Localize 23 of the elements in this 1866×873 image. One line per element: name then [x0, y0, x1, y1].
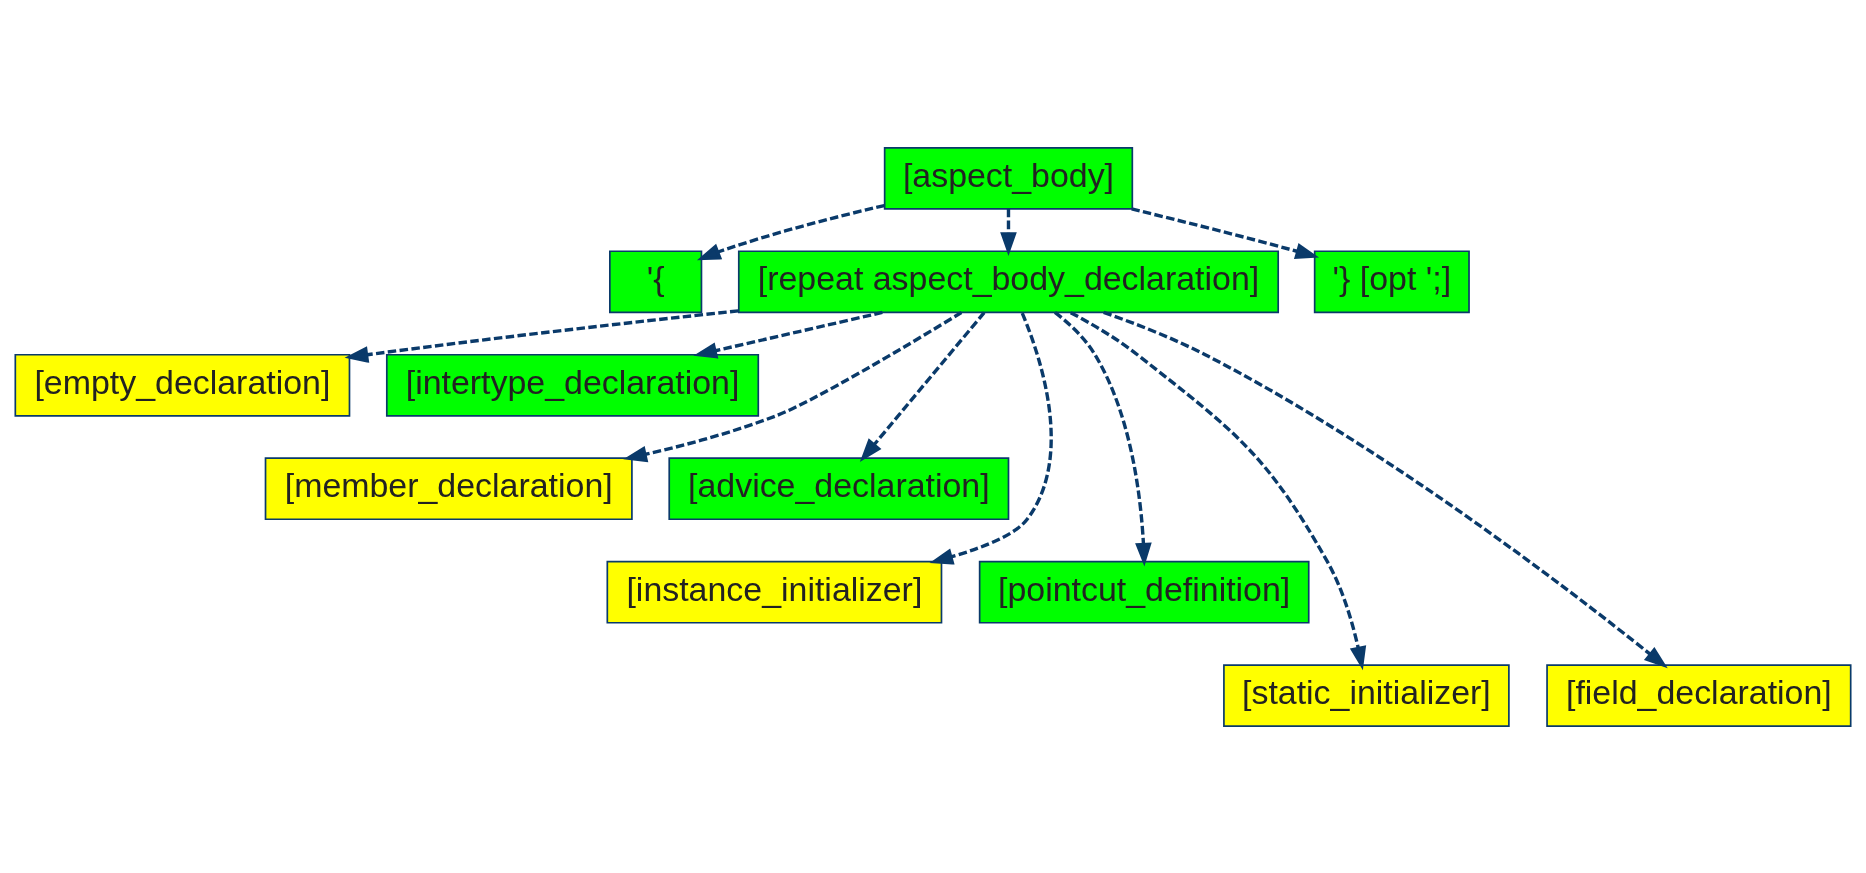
arrow	[929, 311, 1053, 565]
arrow	[859, 311, 986, 462]
arrow	[1131, 206, 1320, 259]
node-box: [aspect_body]	[883, 146, 1134, 210]
node-box: '{	[609, 249, 703, 313]
arrow	[344, 308, 739, 363]
arrow	[1069, 310, 1367, 670]
node-box: [member_declaration]	[264, 456, 633, 520]
arrow	[1000, 208, 1017, 256]
node-box: [field_declaration]	[1546, 663, 1852, 727]
node-box: [pointcut_definition]	[978, 560, 1310, 624]
node-box: [static_initializer]	[1223, 663, 1510, 727]
node-box: [repeat aspect_body_declaration]	[737, 249, 1280, 313]
arrow	[623, 310, 963, 462]
node-box: [instance_initializer]	[606, 560, 943, 624]
arrow	[693, 310, 883, 359]
arrow	[1103, 310, 1668, 668]
arrow	[696, 203, 885, 260]
node-box: '} [opt ';]	[1313, 249, 1470, 313]
arrow	[1053, 310, 1152, 567]
node-box: [advice_declaration]	[668, 456, 1010, 520]
node-box: [intertype_declaration]	[385, 353, 760, 417]
node-box: [empty_declaration]	[14, 353, 351, 417]
